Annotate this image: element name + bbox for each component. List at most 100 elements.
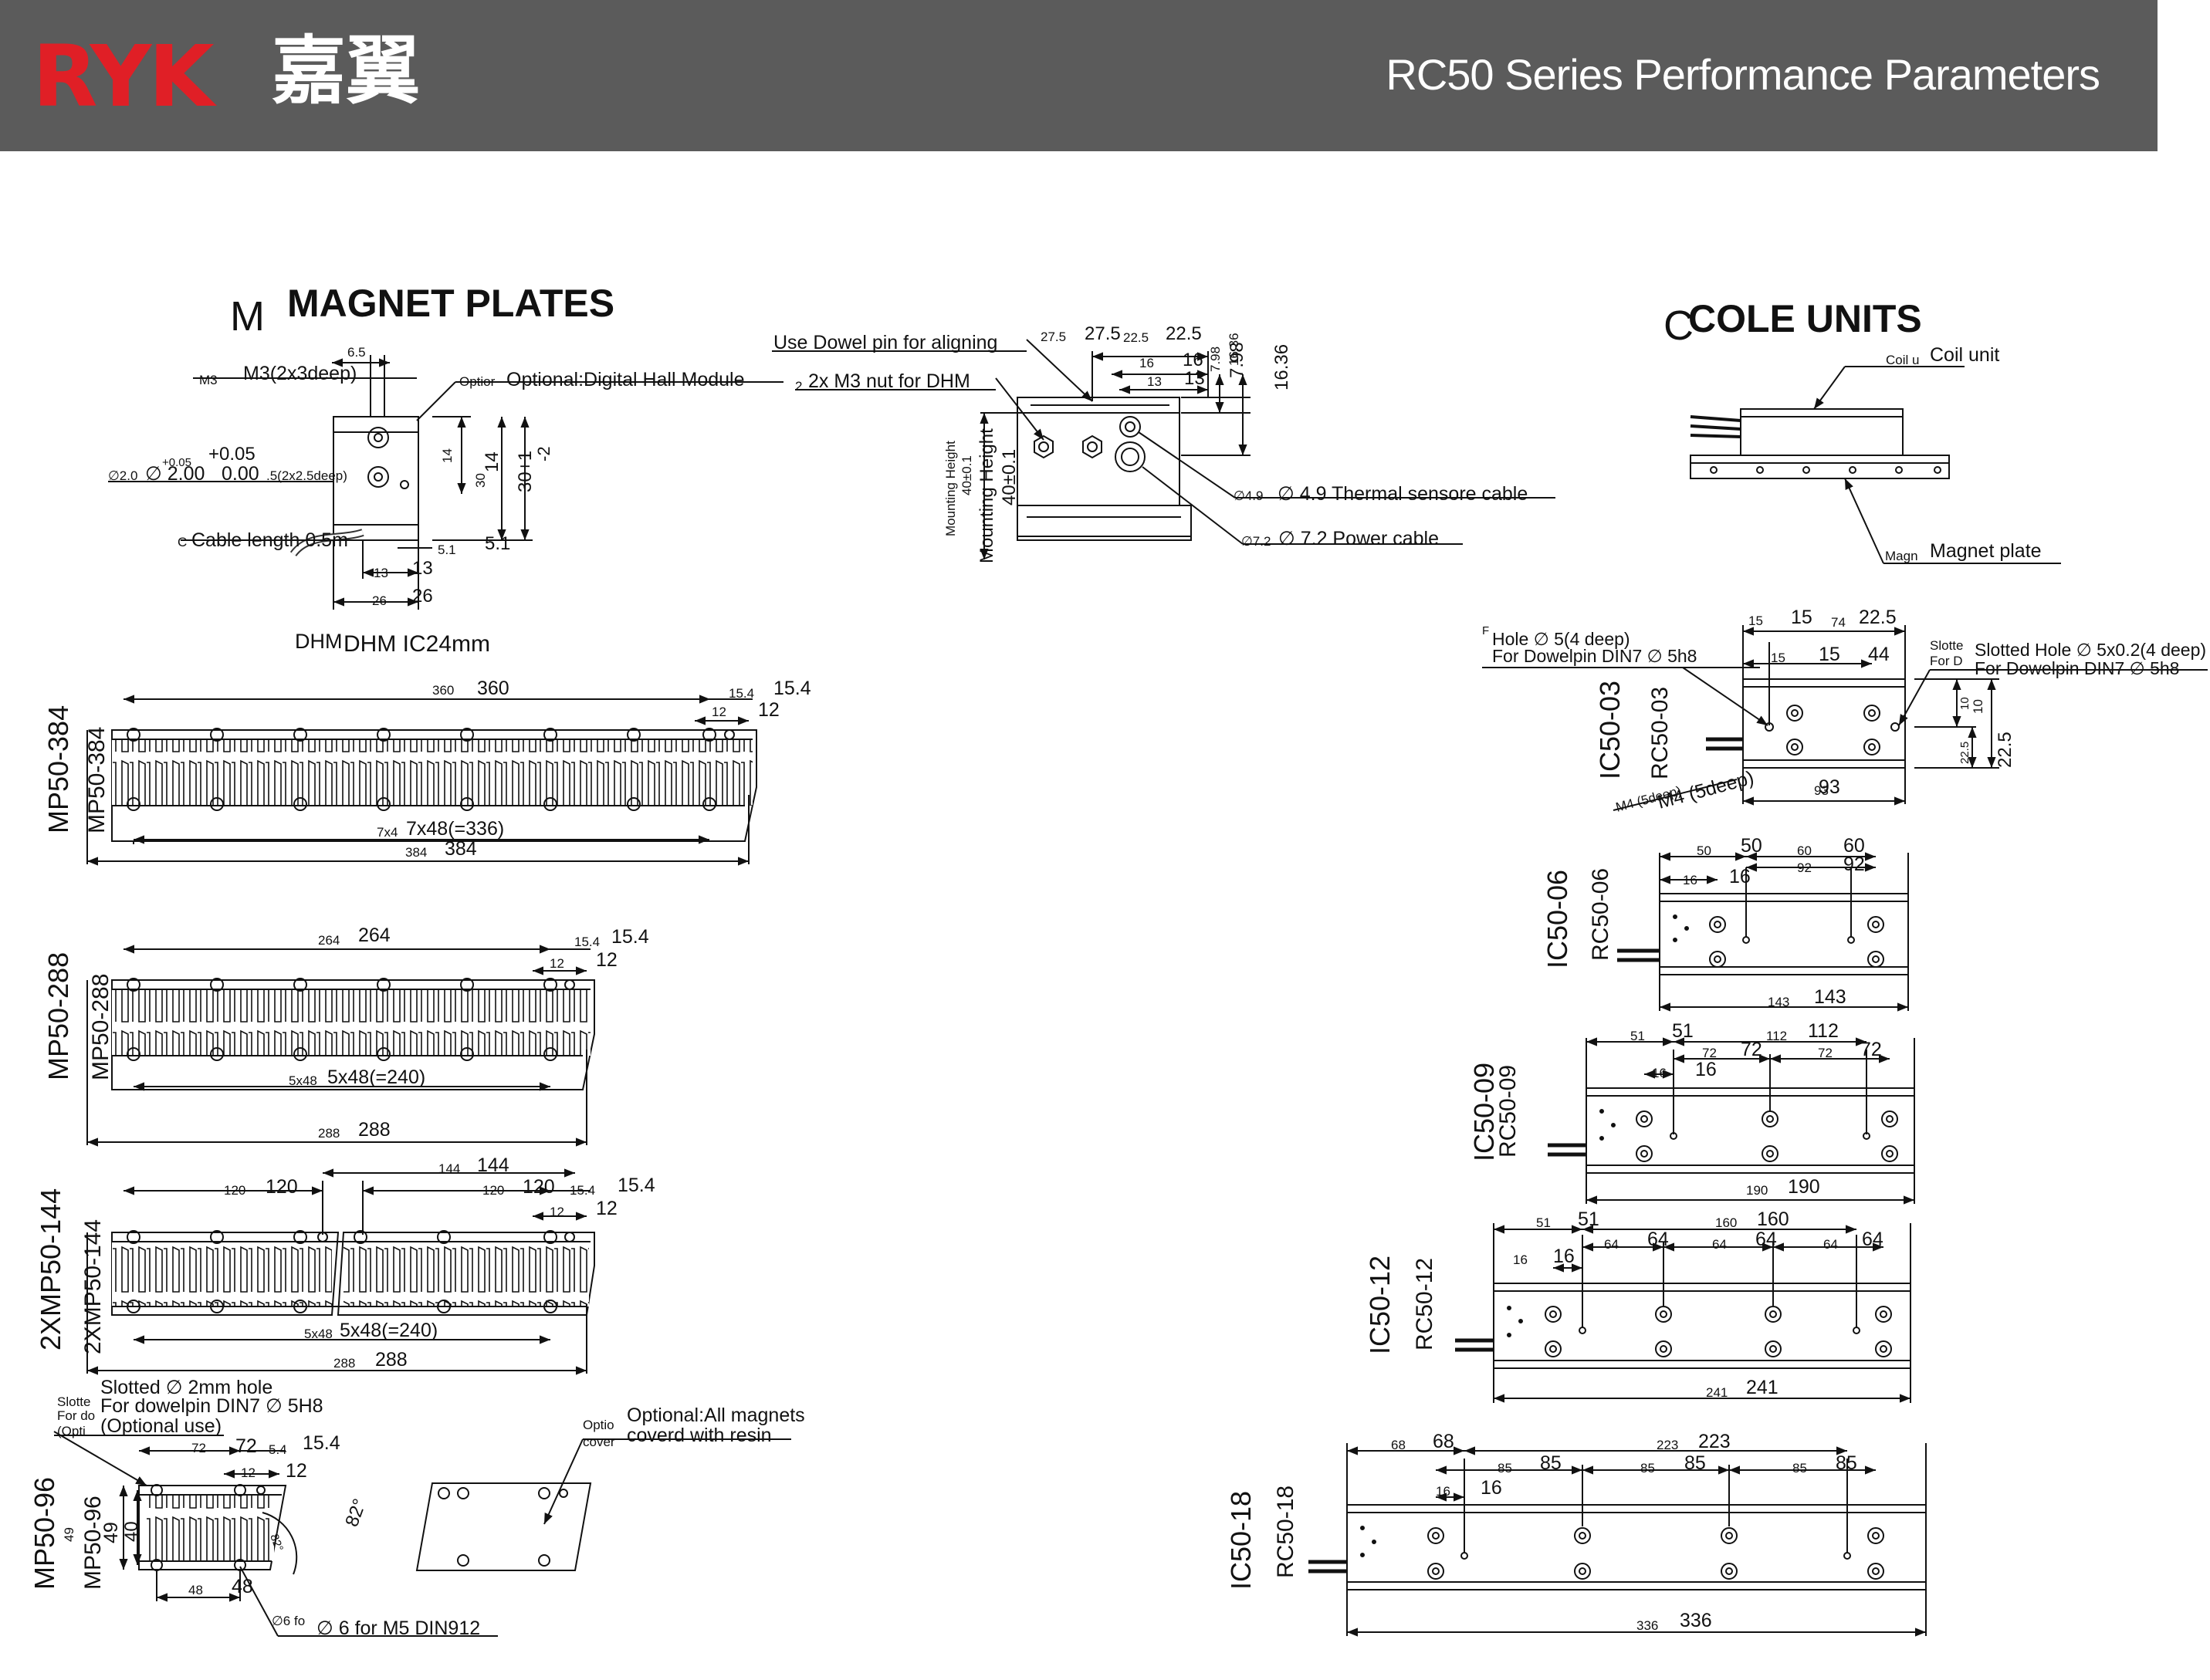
plate-144-pitch-small: 5x48	[304, 1327, 333, 1341]
ic03-slot-small-b: For D	[1930, 654, 1963, 668]
plate-144-pitch: 5x48(=240)	[340, 1320, 438, 1341]
dhm-caption: DHM IC24mm	[344, 631, 490, 657]
plate-384-step-small: 12	[712, 705, 726, 719]
plate-384-pitch-small: 7x4	[377, 825, 398, 840]
mp96-bottom: 48	[232, 1576, 253, 1597]
plate-288-top: 264	[358, 925, 391, 946]
side-nut-label: 2x M3 nut for DHM	[808, 370, 970, 392]
dhm-deep-small: .5(2x2.5deep)	[266, 468, 347, 483]
ic18-c2: 85	[1684, 1452, 1706, 1474]
side-d1636-small: 16.36	[1227, 333, 1241, 366]
dhm-dim-5-1: 5.1	[485, 533, 510, 554]
ic18-d: 16	[1481, 1477, 1502, 1499]
ic18-c3-small: 85	[1792, 1461, 1807, 1475]
plate-mp50-96	[53, 1431, 498, 1637]
plate-144-label-a: 2XMP50-144	[35, 1188, 66, 1350]
ic12-c2-small: 64	[1712, 1237, 1727, 1252]
plate-288-right: 15.4	[611, 926, 649, 948]
plate-288-right-small: 15.4	[574, 935, 600, 949]
ic06-d-small: 16	[1683, 873, 1697, 887]
plate-288-total: 288	[358, 1119, 391, 1141]
ic03-slot: Slotted Hole ∅ 5x0.2(4 deep)	[1975, 640, 2206, 660]
plate-384-holes	[127, 728, 735, 811]
mp96-angle: 82°	[341, 1496, 371, 1530]
side-mh-small: Mounting Height	[943, 441, 958, 536]
ic03-d15b-small: 15	[1771, 651, 1785, 665]
unit-ic50-06	[1617, 852, 1909, 1012]
ic12-label-b: RC50-12	[1412, 1258, 1437, 1350]
mp96-dowel-small: For do	[57, 1408, 95, 1423]
ic18-c3: 85	[1836, 1452, 1857, 1474]
plate-144-step-small: 12	[550, 1205, 564, 1219]
unit-ic50-12	[1455, 1223, 1911, 1403]
mp96-resin-small-a: Optio	[583, 1418, 614, 1432]
ic18-b-small: 223	[1657, 1438, 1678, 1452]
ic03-d225v-small: 22.5	[1958, 742, 1971, 764]
ic12-total: 241	[1746, 1377, 1778, 1398]
plate-144-total: 288	[375, 1349, 408, 1371]
side-thermal-small: ∅4.9	[1234, 488, 1263, 503]
ic09-label-a: IC50-09	[1468, 1063, 1500, 1161]
dhm-dim-5-1-small: 5.1	[438, 543, 456, 557]
side-d16-small: 16	[1139, 356, 1154, 370]
ic06-b-small: 60	[1797, 843, 1812, 858]
ic03-hole: Hole ∅ 5(4 deep)	[1492, 629, 1630, 649]
ic12-c-small: 64	[1604, 1237, 1619, 1252]
mp96-top-small: 72	[191, 1441, 206, 1455]
side-d225: 22.5	[1166, 323, 1202, 344]
plate-288-pitch: 5x48(=240)	[327, 1066, 425, 1088]
ic03-d93-small: 93	[1814, 783, 1829, 798]
ic18-label-b: RC50-18	[1273, 1486, 1298, 1578]
ic18-a: 68	[1433, 1431, 1454, 1452]
ic03-d15: 15	[1791, 607, 1812, 628]
ic03-d225v: 22.5	[1995, 732, 2015, 768]
unit-ic50-03	[1482, 625, 2208, 811]
ic18-total-small: 336	[1636, 1618, 1658, 1633]
ic06-a-small: 50	[1697, 843, 1711, 858]
side-d13: 13	[1184, 368, 1205, 389]
ic03-d225: 22.5	[1859, 607, 1897, 628]
coil-units-title: COLE UNITS	[1688, 297, 1922, 340]
ic09-d: 16	[1695, 1059, 1717, 1080]
plate-384-top: 360	[477, 678, 509, 699]
side-d275: 27.5	[1085, 323, 1121, 344]
plate-288-total-small: 288	[318, 1126, 340, 1141]
header-bar: RYK 嘉翼 RC50 Series Performance Parameter…	[0, 0, 2158, 151]
ic03-d44: 44	[1868, 644, 1890, 665]
unit-ic50-09	[1548, 1037, 1915, 1205]
plate-288-label-a: MP50-288	[42, 952, 74, 1080]
dhm-dim-26-small: 26	[372, 593, 387, 608]
side-nut-small: 2	[795, 379, 802, 394]
coil-unit-small: Coil u	[1886, 353, 1919, 367]
magnet-title-prefix: M	[230, 293, 265, 340]
side-d225-small: 22.5	[1123, 330, 1149, 345]
side-power-small: ∅7.2	[1241, 534, 1271, 549]
mp96-slotted: Slotted ∅ 2mm hole	[100, 1377, 272, 1398]
plate-384-total-small: 384	[405, 845, 427, 860]
ic06-label-a: IC50-06	[1542, 870, 1573, 968]
ic09-c2-small: 72	[1818, 1046, 1833, 1060]
ic12-c2: 64	[1755, 1229, 1777, 1250]
magnet-plate-small: Magn	[1885, 549, 1918, 563]
mp96-h49: 49	[100, 1522, 122, 1543]
plate-144-right: 15.4	[618, 1175, 655, 1196]
brand-logo-cn: 嘉翼	[272, 28, 420, 114]
ic03-d74-small: 74	[1831, 615, 1846, 630]
mp96-step-small: 12	[241, 1465, 256, 1480]
ic03-d10: 10	[1971, 699, 1985, 714]
plate-144-second-b: 120	[523, 1176, 555, 1198]
dhm-detail	[108, 355, 783, 610]
mp96-resin-a: Optional:All magnets	[627, 1405, 805, 1426]
page-title: RC50 Series Performance Parameters	[1386, 50, 2100, 99]
ic09-c2: 72	[1860, 1039, 1882, 1060]
ic12-label-a: IC50-12	[1364, 1256, 1396, 1354]
ic09-total-small: 190	[1746, 1183, 1768, 1198]
side-dowel-label: Use Dowel pin for aligning	[773, 332, 997, 353]
ic18-c-small: 85	[1498, 1461, 1512, 1475]
dhm-dim-14-small: 14	[440, 448, 455, 463]
ic03-slot-b: For Dowelpin DIN7 ∅ 5h8	[1975, 658, 2179, 678]
ic03-d93: 93	[1819, 776, 1840, 798]
dhm-optional-label: Optional:Digital Hall Module	[506, 369, 744, 390]
mp96-bottom-small: 48	[188, 1583, 203, 1597]
